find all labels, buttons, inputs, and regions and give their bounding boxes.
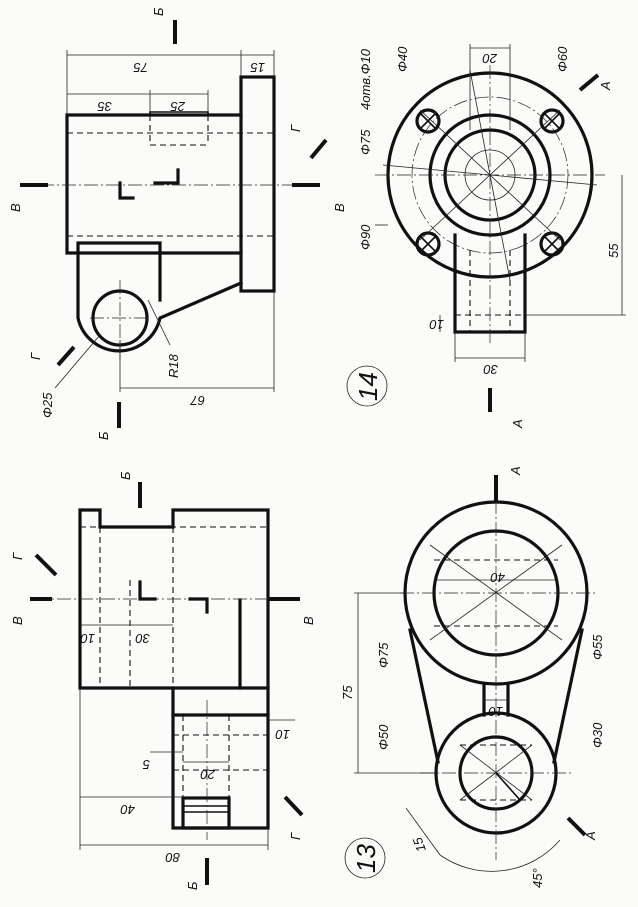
dim-80: 80 [165, 850, 180, 865]
dim-75: 75 [133, 60, 148, 75]
dim-75: 75 [340, 685, 355, 700]
drawing-14-front-view: 75 15 35 25 67 R18 Φ25 Б Б В В Г Г [8, 7, 347, 440]
drawing-13-plan-view: Φ75 75 Φ50 40 Φ55 10 Φ30 15 45° А А [340, 466, 605, 888]
dim-40: 40 [120, 802, 135, 817]
drawing-14-number-circle [346, 365, 388, 407]
bolt-hole-2 [539, 108, 565, 134]
cylinder-outline [65, 113, 243, 255]
section-g-right-mark [309, 138, 328, 160]
dim-r18: R18 [166, 353, 181, 378]
dim-25: 25 [170, 99, 186, 114]
label-g-top: Г [10, 552, 25, 560]
dim-phi55: Φ55 [590, 634, 605, 660]
dim-67: 67 [190, 393, 205, 408]
drawing-13-number-circle [344, 837, 386, 879]
label-b-top: Б [118, 471, 133, 480]
drawing-14-side-view: Φ40 4отв.Φ10 20 Φ60 Φ75 Φ90 55 10 30 А А… [346, 44, 626, 429]
slot-outline [149, 111, 209, 115]
lug-outline [171, 686, 270, 830]
label-g-bottom: Г [288, 832, 303, 840]
dim-45-deg: 45° [530, 868, 545, 888]
drawing-13-number: 13 [351, 844, 381, 873]
dim-30: 30 [135, 631, 150, 646]
dim-phi60: Φ60 [555, 46, 570, 72]
label-a-bottom: А [510, 419, 525, 429]
arm-outline [408, 628, 584, 764]
label-a-top: А [598, 81, 613, 91]
slot-rect [181, 796, 231, 830]
dim-30: 30 [483, 362, 498, 377]
label-v-left: В [10, 616, 25, 625]
label-b-top: Б [151, 7, 166, 16]
dim-phi30: Φ30 [590, 722, 605, 748]
label-g-right: Г [288, 124, 303, 132]
dim-5: 5 [142, 757, 150, 772]
dim-15: 15 [250, 60, 265, 75]
label-a-top: А [508, 466, 523, 476]
section-g-left-mark [56, 345, 76, 367]
label-b-bottom: Б [96, 431, 111, 440]
dim-15: 15 [410, 835, 429, 854]
dim-10-top: 10 [80, 631, 95, 646]
label-b-bottom: Б [185, 881, 200, 890]
dim-55: 55 [606, 243, 621, 258]
section-g-top-mark [34, 553, 58, 577]
dim-phi50: Φ50 [376, 724, 391, 750]
section-g-bottom-mark [283, 795, 304, 817]
flange-outline [239, 75, 276, 293]
section-a-top-mark [578, 73, 600, 92]
label-a-bottom: А [583, 831, 598, 841]
dim-10-right: 10 [275, 727, 290, 742]
dim-4-holes: 4отв.Φ10 [358, 48, 373, 110]
label-v-right: В [332, 203, 347, 212]
body-outline [78, 508, 270, 690]
dim-phi25: Φ25 [40, 392, 55, 418]
dim-20: 20 [200, 767, 216, 782]
dim-phi90: Φ90 [358, 224, 373, 250]
bolt-hole-1 [415, 108, 441, 134]
drawing-14-number: 14 [353, 372, 383, 401]
dim-10: 10 [429, 317, 444, 332]
drawing-13-front-view: 10 30 10 5 20 40 80 Б Б В В Г Г 13 [10, 471, 386, 890]
label-v-right: В [301, 616, 316, 625]
dim-10: 10 [488, 704, 503, 719]
section-a-bottom-mark [566, 816, 587, 837]
dim-phi75: Φ75 [358, 129, 373, 155]
dim-40: 40 [490, 570, 505, 585]
label-g-left: Г [28, 352, 43, 360]
dim-20: 20 [482, 51, 498, 66]
dim-phi40: Φ40 [395, 46, 410, 72]
dim-phi75: Φ75 [376, 642, 391, 668]
lug-outline [76, 241, 244, 353]
dim-35: 35 [97, 99, 112, 114]
label-v-left: В [8, 203, 23, 212]
